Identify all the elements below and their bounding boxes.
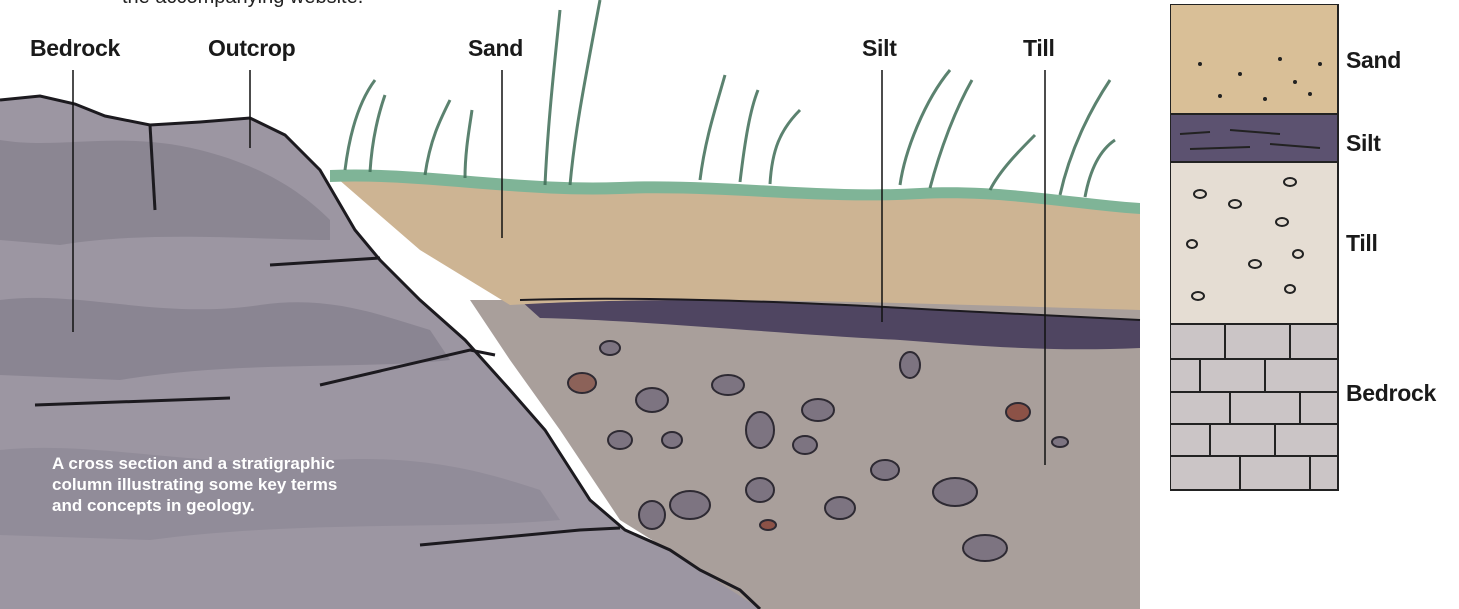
column-label-silt: Silt: [1346, 130, 1381, 157]
column-label-till: Till: [1346, 230, 1378, 257]
label-outcrop: Outcrop: [208, 35, 295, 62]
label-till: Till: [1023, 35, 1055, 62]
stratigraphic-column: [1170, 4, 1350, 504]
column-sand-layer: [1170, 4, 1338, 114]
grass-blades: [345, 0, 1115, 197]
label-sand: Sand: [468, 35, 523, 62]
label-bedrock: Bedrock: [30, 35, 120, 62]
column-silt-layer: [1170, 114, 1338, 162]
column-label-sand: Sand: [1346, 47, 1401, 74]
figure-caption: A cross section and a stratigraphic colu…: [52, 453, 372, 516]
label-silt: Silt: [862, 35, 897, 62]
column-bedrock-layer: [1170, 324, 1338, 490]
column-label-bedrock: Bedrock: [1346, 380, 1436, 407]
